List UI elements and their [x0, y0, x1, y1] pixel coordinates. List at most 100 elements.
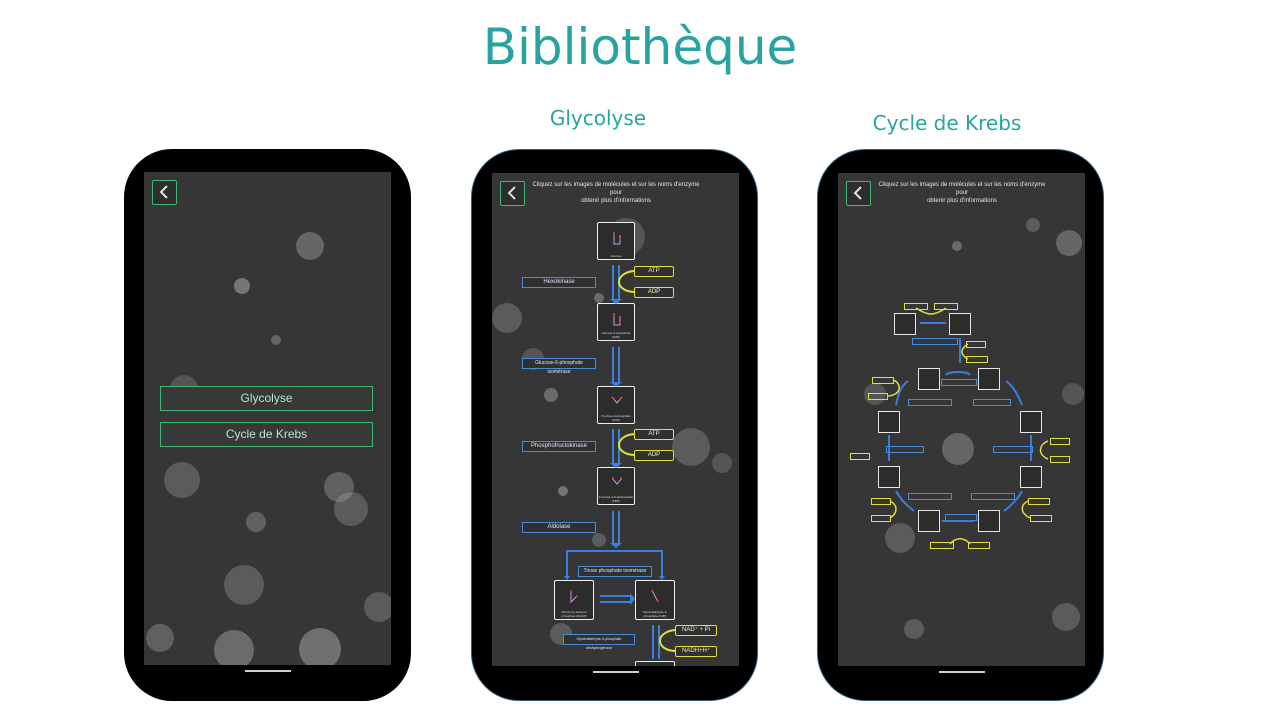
instructions-line: obtenir plus d'informations	[581, 198, 651, 204]
cofactor-nadh: NADH+H⁺	[675, 646, 717, 657]
glycolyse-screen: Cliquez sur les images de molécules et s…	[492, 173, 739, 666]
krebs-cofactor	[850, 453, 870, 460]
enzyme-g3p-dehydrogenase[interactable]: Glycéraldéhyde-3-phosphate déshydrogénas…	[563, 634, 635, 650]
home-indicator[interactable]	[245, 670, 291, 672]
krebs-enzyme[interactable]	[993, 446, 1033, 453]
krebs-cofactor	[968, 542, 990, 549]
caption-glycolyse: Glycolyse	[549, 106, 647, 130]
krebs-cofactor	[1050, 438, 1070, 445]
bubble	[952, 241, 962, 251]
krebs-enzyme[interactable]	[941, 379, 977, 386]
home-indicator[interactable]	[939, 671, 985, 673]
bubble	[214, 630, 254, 665]
krebs-molecule[interactable]	[978, 368, 1000, 390]
enzyme-aldolase[interactable]: Aldolase	[522, 522, 596, 533]
cofactor-adp: ADP	[634, 450, 674, 461]
enzyme-hexokinase[interactable]: Hexokinase	[522, 277, 596, 288]
instructions-line: pour	[955, 190, 968, 196]
instructions-line: Cliquez sur les images de molécules et s…	[878, 182, 1046, 188]
krebs-enzyme[interactable]	[912, 338, 958, 345]
molecule-structure	[612, 477, 622, 485]
instructions: Cliquez sur les images de molécules et s…	[526, 181, 706, 205]
krebs-cofactor	[934, 303, 958, 310]
bubble	[594, 293, 604, 303]
krebs-molecule[interactable]	[949, 313, 971, 335]
krebs-molecule[interactable]	[894, 313, 916, 335]
instructions: Cliquez sur les images de molécules et s…	[872, 181, 1052, 205]
krebs-enzyme[interactable]	[886, 446, 924, 453]
reaction-arrows	[564, 265, 676, 659]
krebs-molecule[interactable]	[918, 510, 940, 532]
krebs-molecule[interactable]	[1020, 411, 1042, 433]
enzyme-triose-isomerase[interactable]: Triose phosphate isomérase	[578, 566, 652, 577]
krebs-enzyme[interactable]	[971, 493, 1015, 500]
krebs-cofactor	[904, 303, 928, 310]
cofactor-atp: ATP	[634, 266, 674, 277]
enzyme-g6p-isomerase[interactable]: Glucose-6-phosphate isomérase	[522, 358, 596, 375]
bubble	[296, 232, 324, 260]
krebs-molecule[interactable]	[878, 411, 900, 433]
molecule-g3p[interactable]: Glycéraldéhyde-3-phosphate (G3P)	[635, 580, 675, 620]
home-indicator[interactable]	[593, 671, 639, 673]
krebs-cofactor	[868, 393, 888, 400]
molecule-label: Dihydroxy-acétone phosphate (DHAP)	[561, 610, 587, 618]
bubble	[146, 624, 174, 652]
instructions-line: pour	[609, 190, 622, 196]
molecule-structure	[613, 313, 621, 326]
phone-krebs: Cliquez sur les images de molécules et s…	[817, 149, 1104, 701]
molecule-structure	[570, 590, 578, 603]
back-button[interactable]	[152, 180, 177, 205]
krebs-cofactor	[1028, 498, 1050, 505]
krebs-molecule[interactable]	[918, 368, 940, 390]
instructions-line: obtenir plus d'informations	[927, 198, 997, 204]
krebs-button[interactable]: Cycle de Krebs	[160, 422, 373, 447]
cofactor-nad: NAD⁺ + Pi	[675, 625, 717, 636]
bubble	[1052, 603, 1080, 631]
cofactor-adp: ADP	[634, 287, 674, 298]
krebs-cofactor	[930, 542, 954, 549]
molecule-structure	[613, 232, 621, 245]
bubble	[558, 486, 568, 496]
krebs-cofactor	[1030, 515, 1052, 522]
bubble	[324, 472, 354, 502]
bubble	[492, 303, 522, 333]
krebs-molecule[interactable]	[978, 510, 1000, 532]
krebs-molecule[interactable]	[878, 466, 900, 488]
glycolyse-button[interactable]: Glycolyse	[160, 386, 373, 411]
molecule-g6p[interactable]: Glucose-6-phosphate (G6P)	[597, 303, 635, 341]
back-button[interactable]	[500, 181, 525, 206]
molecule-label: Fructose-6-phosphate (F6P)	[601, 414, 631, 422]
bubble	[334, 492, 368, 526]
bubble	[1056, 230, 1082, 256]
molecule-next[interactable]	[635, 661, 675, 666]
phone-menu: Glycolyse Cycle de Krebs	[124, 149, 411, 701]
molecule-structure	[651, 589, 659, 603]
instructions-line: Cliquez sur les images de molécules et s…	[532, 182, 700, 188]
enzyme-phosphofructokinase[interactable]: Phosphofructokinase	[522, 441, 596, 452]
bubble	[271, 335, 281, 345]
chevron-left-icon	[507, 186, 516, 200]
krebs-enzyme[interactable]	[908, 493, 952, 500]
caption-krebs: Cycle de Krebs	[872, 111, 1022, 135]
bubble	[712, 453, 732, 473]
bubble	[224, 565, 264, 605]
page-title: Bibliothèque	[482, 18, 798, 76]
bubble	[885, 523, 915, 553]
bubble	[234, 278, 250, 294]
bubble	[672, 428, 710, 466]
bubble	[164, 462, 200, 498]
bubble	[544, 388, 558, 402]
krebs-molecule[interactable]	[1020, 466, 1042, 488]
phone-glycolyse: Cliquez sur les images de molécules et s…	[471, 149, 758, 701]
molecule-glucose[interactable]: Glucose	[597, 222, 635, 260]
krebs-cofactor	[1050, 456, 1070, 463]
molecule-dhap[interactable]: Dihydroxy-acétone phosphate (DHAP)	[554, 580, 594, 620]
back-button[interactable]	[846, 181, 871, 206]
krebs-screen: Cliquez sur les images de molécules et s…	[838, 173, 1085, 666]
molecule-label: Fructose-1,6-biphosphate (FBP)	[598, 495, 634, 503]
molecule-structure	[612, 396, 622, 404]
krebs-enzyme[interactable]	[973, 399, 1011, 406]
krebs-enzyme[interactable]	[908, 399, 952, 406]
molecule-label: Glycéraldéhyde-3-phosphate (G3P)	[642, 610, 668, 618]
molecule-f6p[interactable]: Fructose-6-phosphate (F6P)	[597, 386, 635, 424]
